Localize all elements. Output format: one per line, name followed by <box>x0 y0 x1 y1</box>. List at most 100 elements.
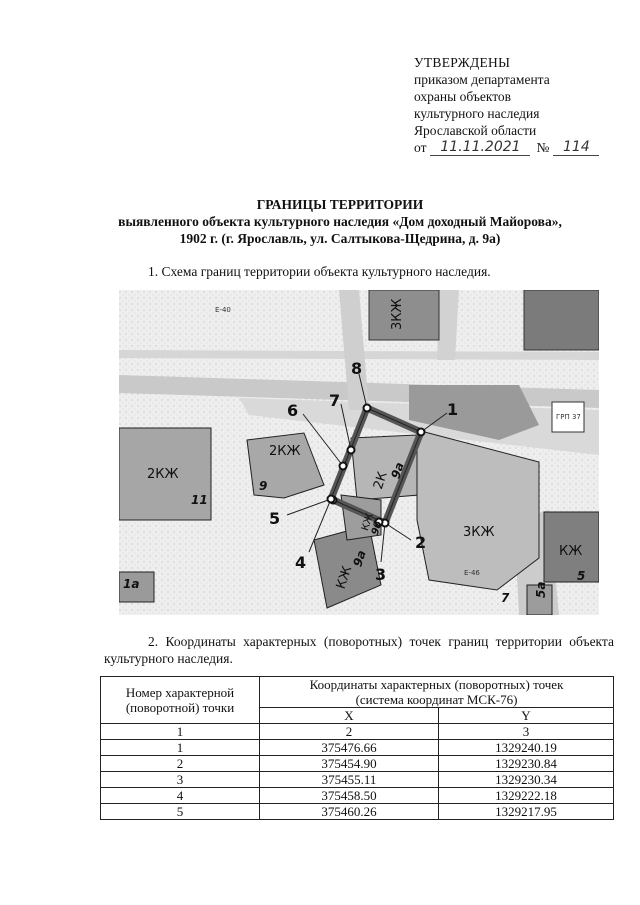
house-number: 9а <box>388 461 406 481</box>
table-header-row: Номер характерной (поворотной) точки Коо… <box>100 676 614 724</box>
building <box>119 571 155 603</box>
point-number: 5 <box>100 803 260 820</box>
boundary-point <box>338 461 348 471</box>
building <box>526 584 553 615</box>
column-number: 2 <box>259 723 439 740</box>
boundary-point <box>326 494 336 504</box>
building-label: КЖ <box>559 544 582 559</box>
coord-y: 1329240.19 <box>438 739 614 756</box>
title-line-2: выявленного объекта культурного наследия… <box>118 214 562 229</box>
point-label: 8 <box>351 359 362 378</box>
section-2-text: 2. Координаты характерных (поворотных) т… <box>104 634 614 666</box>
house-number: 9а <box>350 549 368 569</box>
title-line-3: 1902 г. (г. Ярославль, ул. Салтыкова-Щед… <box>179 231 501 246</box>
coord-x: 375454.90 <box>259 755 439 772</box>
point-label: 4 <box>295 553 306 572</box>
table-row: 4 375458.50 1329222.18 <box>100 787 614 804</box>
map-misc-label: Е-46 <box>464 569 480 577</box>
boundary-point <box>374 517 384 527</box>
building <box>246 432 325 499</box>
handwritten-number: 114 <box>553 139 600 156</box>
map-svg: 1 2 3 4 5 6 7 8 3КЖ 2КЖ 2КЖ 2К 3КЖ КЖ КЖ… <box>119 290 599 615</box>
table-row: 3 375455.11 1329230.34 <box>100 771 614 788</box>
header-coordinates-line-1: Координаты характерных (поворотных) точе… <box>309 677 564 692</box>
approval-date-line: от 11.11.2021 № 114 <box>414 139 624 156</box>
house-number: 9 <box>259 479 267 493</box>
building-label: 2КЖ <box>269 444 301 459</box>
coordinates-table: Номер характерной (поворотной) точки Коо… <box>100 676 614 820</box>
building <box>551 401 585 433</box>
leader-line <box>286 498 332 516</box>
approval-heading: УТВЕРЖДЕНЫ <box>414 55 511 70</box>
building <box>409 385 539 440</box>
building-label: 2К <box>371 470 391 491</box>
point-label: 1 <box>447 400 458 419</box>
leader-line <box>384 522 412 541</box>
boundary-point <box>362 403 372 413</box>
point-label: 3 <box>375 565 386 584</box>
date-prefix: от <box>414 140 427 155</box>
building <box>416 429 540 591</box>
point-number: 4 <box>100 787 260 804</box>
leader-line <box>380 522 386 563</box>
point-label: 6 <box>287 401 298 420</box>
coord-y: 1329230.84 <box>438 755 614 772</box>
house-number: 7 <box>501 591 510 605</box>
coord-x: 375455.11 <box>259 771 439 788</box>
coord-y: 1329217.95 <box>438 803 614 820</box>
coord-x: 375460.26 <box>259 803 439 820</box>
building <box>523 290 599 351</box>
title-line-1: ГРАНИЦЫ ТЕРРИТОРИИ <box>256 197 424 212</box>
header-coordinates-line-2: (система координат МСК-76) <box>355 692 518 707</box>
house-number: 9б <box>369 520 385 537</box>
table-row: 5 375460.26 1329217.95 <box>100 803 614 820</box>
header-y: Y <box>438 707 614 724</box>
point-label: 2 <box>415 533 426 552</box>
building <box>368 290 440 341</box>
building-label: 2КЖ <box>147 467 179 482</box>
house-number: 11 <box>191 493 208 507</box>
table-row: 2 375454.90 1329230.84 <box>100 755 614 772</box>
coord-x: 375476.66 <box>259 739 439 756</box>
building-label: КЖ <box>360 512 376 533</box>
point-number: 1 <box>100 739 260 756</box>
leader-line <box>358 373 368 409</box>
document-title: ГРАНИЦЫ ТЕРРИТОРИИ выявленного объекта к… <box>60 196 620 247</box>
building-label: 3КЖ <box>463 525 495 540</box>
boundary-map: 1 2 3 4 5 6 7 8 3КЖ 2КЖ 2КЖ 2К 3КЖ КЖ КЖ… <box>119 290 599 615</box>
section-2-heading: 2. Координаты характерных (поворотных) т… <box>104 633 614 667</box>
coord-x: 375458.50 <box>259 787 439 804</box>
point-number: 2 <box>100 755 260 772</box>
table-header-row: X Y <box>101 707 614 724</box>
leader-line <box>308 498 332 553</box>
house-number: 1а <box>123 577 139 591</box>
column-number: 3 <box>438 723 614 740</box>
boundary-point <box>346 445 356 455</box>
coord-y: 1329230.34 <box>438 771 614 788</box>
building-label: КЖ <box>334 564 355 591</box>
coord-y: 1329222.18 <box>438 787 614 804</box>
boundary-point <box>416 427 426 437</box>
table-column-number-row: 1 2 3 <box>100 723 614 740</box>
map-misc-label: ГРП 37 <box>556 413 581 421</box>
approval-line: приказом департамента <box>414 72 550 87</box>
building <box>543 511 599 583</box>
column-number: 1 <box>100 723 260 740</box>
point-label: 5 <box>269 509 280 528</box>
point-number: 3 <box>100 771 260 788</box>
header-coordinates: Координаты характерных (поворотных) точе… <box>259 676 614 708</box>
approval-line: охраны объектов <box>414 89 512 104</box>
building <box>119 427 212 521</box>
approval-block: УТВЕРЖДЕНЫ приказом департамента охраны … <box>414 54 624 156</box>
road <box>339 290 369 410</box>
section-1-heading: 1. Схема границ территории объекта культ… <box>148 264 491 279</box>
point-label: 7 <box>329 391 340 410</box>
number-sign: № <box>536 140 550 155</box>
house-number: 5а <box>534 582 548 598</box>
leader-line <box>340 403 352 451</box>
approval-line: Ярославской области <box>414 123 537 138</box>
house-number: 5 <box>577 569 585 583</box>
road <box>437 290 459 360</box>
handwritten-date: 11.11.2021 <box>430 139 531 156</box>
leader-line <box>420 412 448 433</box>
